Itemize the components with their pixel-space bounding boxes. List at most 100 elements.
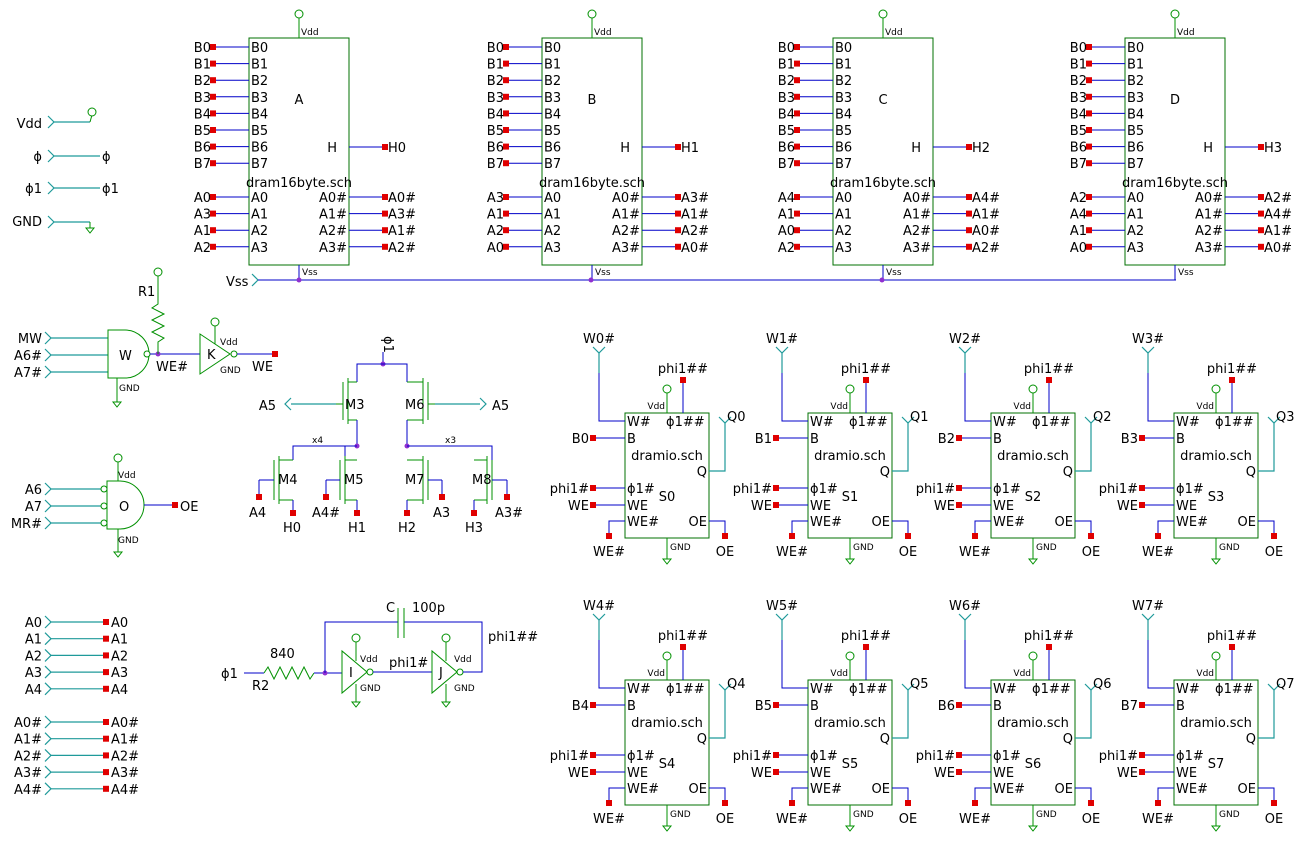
dramio-pin-oe: OE: [1238, 515, 1256, 530]
dram-pin-a3: A3: [251, 241, 268, 256]
dram-pin-b4: B4: [1127, 107, 1144, 122]
dramio-net-phi1h: phi1#: [916, 749, 955, 764]
dramio-net-we: WE: [1117, 499, 1138, 514]
mos-a5-left: A5: [259, 399, 276, 414]
dramio-pin-oe: OE: [689, 515, 707, 530]
mos-a5-right: A5: [492, 399, 509, 414]
dram-pin-ah2: A2#: [612, 224, 640, 239]
dramio-w-net: W6#: [949, 599, 981, 614]
dramio-q-net: Q0: [727, 410, 746, 425]
address-port-label: A2: [25, 649, 42, 664]
dram-net-b4: B4: [778, 107, 795, 122]
mosfet-m4-label: M4: [278, 473, 298, 488]
dram-net-a2: A0: [778, 224, 795, 239]
dramio-vdd: Vdd: [830, 669, 848, 679]
dram-pin-ah3: A3#: [319, 241, 347, 256]
dram-net-a1: A3: [194, 208, 211, 223]
dramio-w-net: W3#: [1132, 332, 1164, 347]
dramio-pin-phi1hh: ϕ1##: [666, 415, 705, 430]
dramio-pin-weh: WE#: [1176, 515, 1208, 530]
dram-vdd-label: Vdd: [301, 28, 319, 38]
dramio-net-we: WE: [1117, 766, 1138, 781]
dramio-file: dramio.sch: [631, 449, 703, 464]
dram-pin-ah0: A0#: [1195, 191, 1223, 206]
dramio-pin-w: W#: [1176, 415, 1200, 430]
phi-port-label: ϕ: [33, 150, 42, 165]
address-port-label: A0#: [14, 716, 42, 731]
w-input-a6n: A6#: [14, 349, 42, 364]
dramio-pin-w: W#: [993, 415, 1017, 430]
dram-pin-a1: A1: [1127, 208, 1144, 223]
o-output-net: OE: [180, 500, 198, 515]
dramio-pin-weh: WE#: [993, 782, 1025, 797]
mos-x4-label: x4: [312, 436, 323, 446]
dram-pin-a2: A2: [1127, 224, 1144, 239]
dramio-net-oe: OE: [716, 812, 734, 827]
dram-net-b0: B0: [778, 41, 795, 56]
dram-net-a0: A4: [778, 191, 795, 206]
dram-net-b6: B6: [778, 141, 795, 156]
dram-net-a3: A2: [194, 241, 211, 256]
dram-net-ah0: A2#: [1264, 191, 1292, 206]
dramio-pin-q: Q: [1063, 732, 1073, 747]
osc-i-label: I: [349, 666, 353, 681]
dram-pin-ah2: A2#: [903, 224, 931, 239]
dramio-file: dramio.sch: [631, 716, 703, 731]
dramio-pin-oe: OE: [1055, 782, 1073, 797]
dramio-pin-phi1h: ϕ1#: [627, 749, 655, 764]
dram-pin-b2: B2: [835, 74, 852, 89]
dram-vdd-label: Vdd: [594, 28, 612, 38]
mos-bottom-a3n: A3#: [495, 506, 523, 521]
dram-pin-b5: B5: [251, 124, 268, 139]
dram-pin-ah1: A1#: [612, 208, 640, 223]
address-port-label: A3: [25, 666, 42, 681]
dram-block-b: VddVssBdram16byte.schB0B0B1B1B2B2B3B3B4B…: [487, 9, 709, 280]
dram-net-h: H0: [388, 141, 406, 156]
address-net-label: A3#: [111, 766, 139, 781]
k-output-net: WE: [252, 360, 273, 375]
mos-bottom-a3: A3: [433, 506, 450, 521]
dram-pin-ah2: A2#: [319, 224, 347, 239]
dramio-gnd: GND: [853, 543, 874, 553]
dramio-file: dramio.sch: [814, 716, 886, 731]
dram-net-a0: A3: [487, 191, 504, 206]
dramio-pin-phi1hh: ϕ1##: [849, 415, 888, 430]
address-port-row: A0#A0#: [14, 715, 139, 731]
dramio-pin-we: WE: [1176, 766, 1197, 781]
dramio-net-weh: WE#: [593, 545, 625, 560]
dram-pin-a2: A2: [544, 224, 561, 239]
dramio-vdd: Vdd: [1196, 402, 1214, 412]
dramio-pin-weh: WE#: [810, 782, 842, 797]
dramio-net-phi1hh: phi1##: [841, 362, 891, 377]
dramio-pin-b: B: [810, 699, 819, 714]
mos-bottom-h2: H2: [398, 521, 416, 536]
dramio-q-net: Q5: [910, 677, 929, 692]
dramio-net-phi1h: phi1#: [733, 749, 772, 764]
address-port-label: A1: [25, 633, 42, 648]
dram-net-b7: B7: [1070, 157, 1087, 172]
dramio-pin-phi1h: ϕ1#: [1176, 749, 1204, 764]
dramio-pin-phi1hh: ϕ1##: [1032, 415, 1071, 430]
dram-net-b1: B1: [194, 58, 211, 73]
osc-j-gnd: GND: [454, 684, 475, 694]
dramio-pin-we: WE: [810, 766, 831, 781]
dramio-name: S0: [659, 490, 676, 505]
o-gate-gnd: GND: [118, 536, 139, 546]
gnd-port-label: GND: [12, 215, 42, 230]
dramio-q-net: Q4: [727, 677, 746, 692]
dram-net-b2: B2: [778, 74, 795, 89]
r1-label: R1: [138, 285, 155, 300]
address-net-label: A3: [111, 666, 128, 681]
address-net-label: A4: [111, 683, 128, 698]
dramio-net-phi1hh: phi1##: [1207, 362, 1257, 377]
dramio-pin-weh: WE#: [993, 515, 1025, 530]
phi-wire-label: ϕ: [102, 150, 111, 165]
address-net-label: A4#: [111, 783, 139, 798]
